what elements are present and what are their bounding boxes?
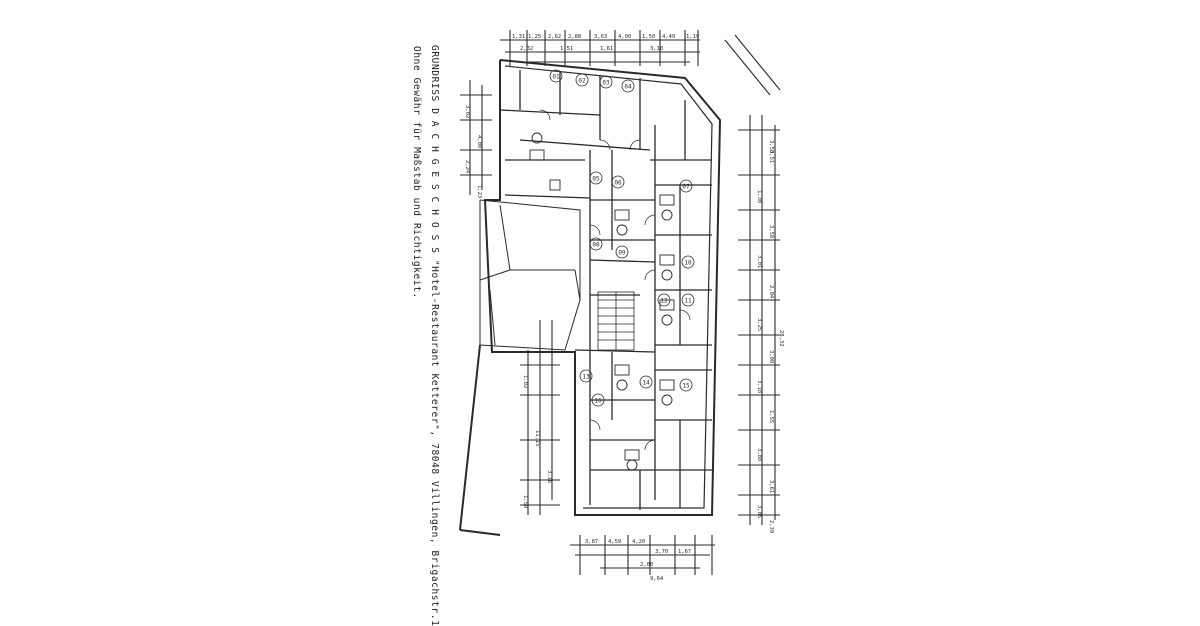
room-number: 15 [682,383,690,390]
dimension-label: 3,25 [756,318,762,331]
dimension-label: 1,50 [642,34,655,40]
dimension-label: 2,24 [464,160,470,174]
room-number: 12 [660,298,668,305]
dimension-label: 4,49 [662,34,675,40]
dimension-label: 2,62 [548,34,561,40]
room-number-marker [679,179,693,193]
room-number-marker [599,75,613,89]
dimension-label: 1,51 [560,46,573,52]
room-number: 01 [552,74,560,81]
dimension-label: 2,04 [768,285,774,299]
dimension-label: 1,55 [768,410,774,423]
building-outline [459,59,722,536]
floor-plan-page: GRUNDRISS D A C H G E S C H O S S "Hotel… [407,30,784,626]
room-number-marker [611,175,625,189]
room-number-marker [579,369,593,383]
room-number-marker [589,171,603,185]
dimension-label: 3,63 [594,34,607,40]
room-number: 08 [592,242,600,249]
roof-annex [479,199,581,351]
room-number: 03 [602,80,610,87]
interior-walls [499,70,712,510]
dimension-chain-right [738,115,780,525]
dimension-label: 3,51 [768,150,774,163]
room-labels: 01 02 03 04 05 06 07 08 09 10 11 12 13 14 15 16 [549,69,695,407]
dimension-label: 3,88 [756,448,762,461]
room-number-marker [575,73,589,87]
dimension-label: 3,70 [655,549,668,555]
dimension-label: 2,88 [568,34,581,40]
room-number: 14 [642,380,650,387]
room-number-marker [621,79,635,93]
dimension-label: 11,15 [534,430,540,447]
room-number-marker [681,255,695,269]
dimension-label: 3,61 [768,480,774,493]
dimension-label: 1,19 [686,34,699,40]
room-number: 05 [592,176,600,183]
plan-title: GRUNDRISS D A C H G E S C H O S S "Hotel… [429,45,440,626]
dimension-label: 3,16 [546,470,552,483]
dimension-label: 9,64 [650,576,664,582]
dimension-chain-left [460,80,560,515]
room-number: 10 [684,260,692,267]
dimension-label: 28,32 [778,330,784,347]
dimension-label: 1,02 [522,375,528,388]
dimension-label: 3,87 [585,539,598,545]
room-number-marker [639,375,653,389]
room-number-marker [615,245,629,259]
dimension-label: 4,59 [608,539,621,545]
dimension-label: 3,10 [650,46,663,52]
dimension-label: 2,32 [520,46,533,52]
room-number: 07 [682,184,690,191]
dimension-label: 3,02 [464,105,470,118]
dimension-label: 1,30 [756,190,762,203]
dimension-label: 1,67 [678,549,691,555]
dimension-label: 2,00 [640,562,653,568]
dimension-label: 3,85 [756,505,762,518]
dimension-label: 1,31 [512,34,525,40]
room-number: 04 [624,84,632,91]
dimension-label: 3,01 [756,255,762,268]
dimension-label: 3,00 [768,350,774,363]
room-number-marker [679,378,693,392]
dimension-label: 3,50 [768,140,774,153]
room-number: 16 [594,398,602,405]
dimension-label: 4,00 [618,34,631,40]
room-number: 09 [618,250,626,257]
dimension-chain-top [500,30,700,66]
stairwell [597,291,635,351]
dimension-chain-bottom [570,535,715,575]
plan-disclaimer: Ohne Gewähr für Maßstab und Richtigkeit. [411,46,422,299]
room-number: 11 [684,298,692,305]
dimension-label: 1,59 [522,495,528,508]
room-number: 06 [614,180,622,187]
dimension-label: 1,25 [528,34,541,40]
dimension-label: 4,00 [476,135,482,148]
sanitary-fixtures [529,132,675,471]
dimension-label: 1,61 [600,46,613,52]
plan-caption: GRUNDRISS D A C H G E S C H O S S "Hotel… [407,40,453,626]
room-number-marker [549,69,563,83]
dimension-label: 4,20 [632,539,645,545]
room-number: 02 [578,78,586,85]
dimension-label: 3,58 [768,225,774,238]
room-number-marker [591,393,605,407]
dimension-label: 3,18 [756,380,762,393]
dimension-label: 2,39 [768,520,774,533]
room-number-marker [589,237,603,251]
room-number-marker [681,293,695,307]
door-swings [539,109,691,451]
dimension-label: 1,23 [476,185,482,198]
room-number-marker [657,293,671,307]
room-number: 13 [582,374,590,381]
dimension-diagonal [724,34,781,96]
